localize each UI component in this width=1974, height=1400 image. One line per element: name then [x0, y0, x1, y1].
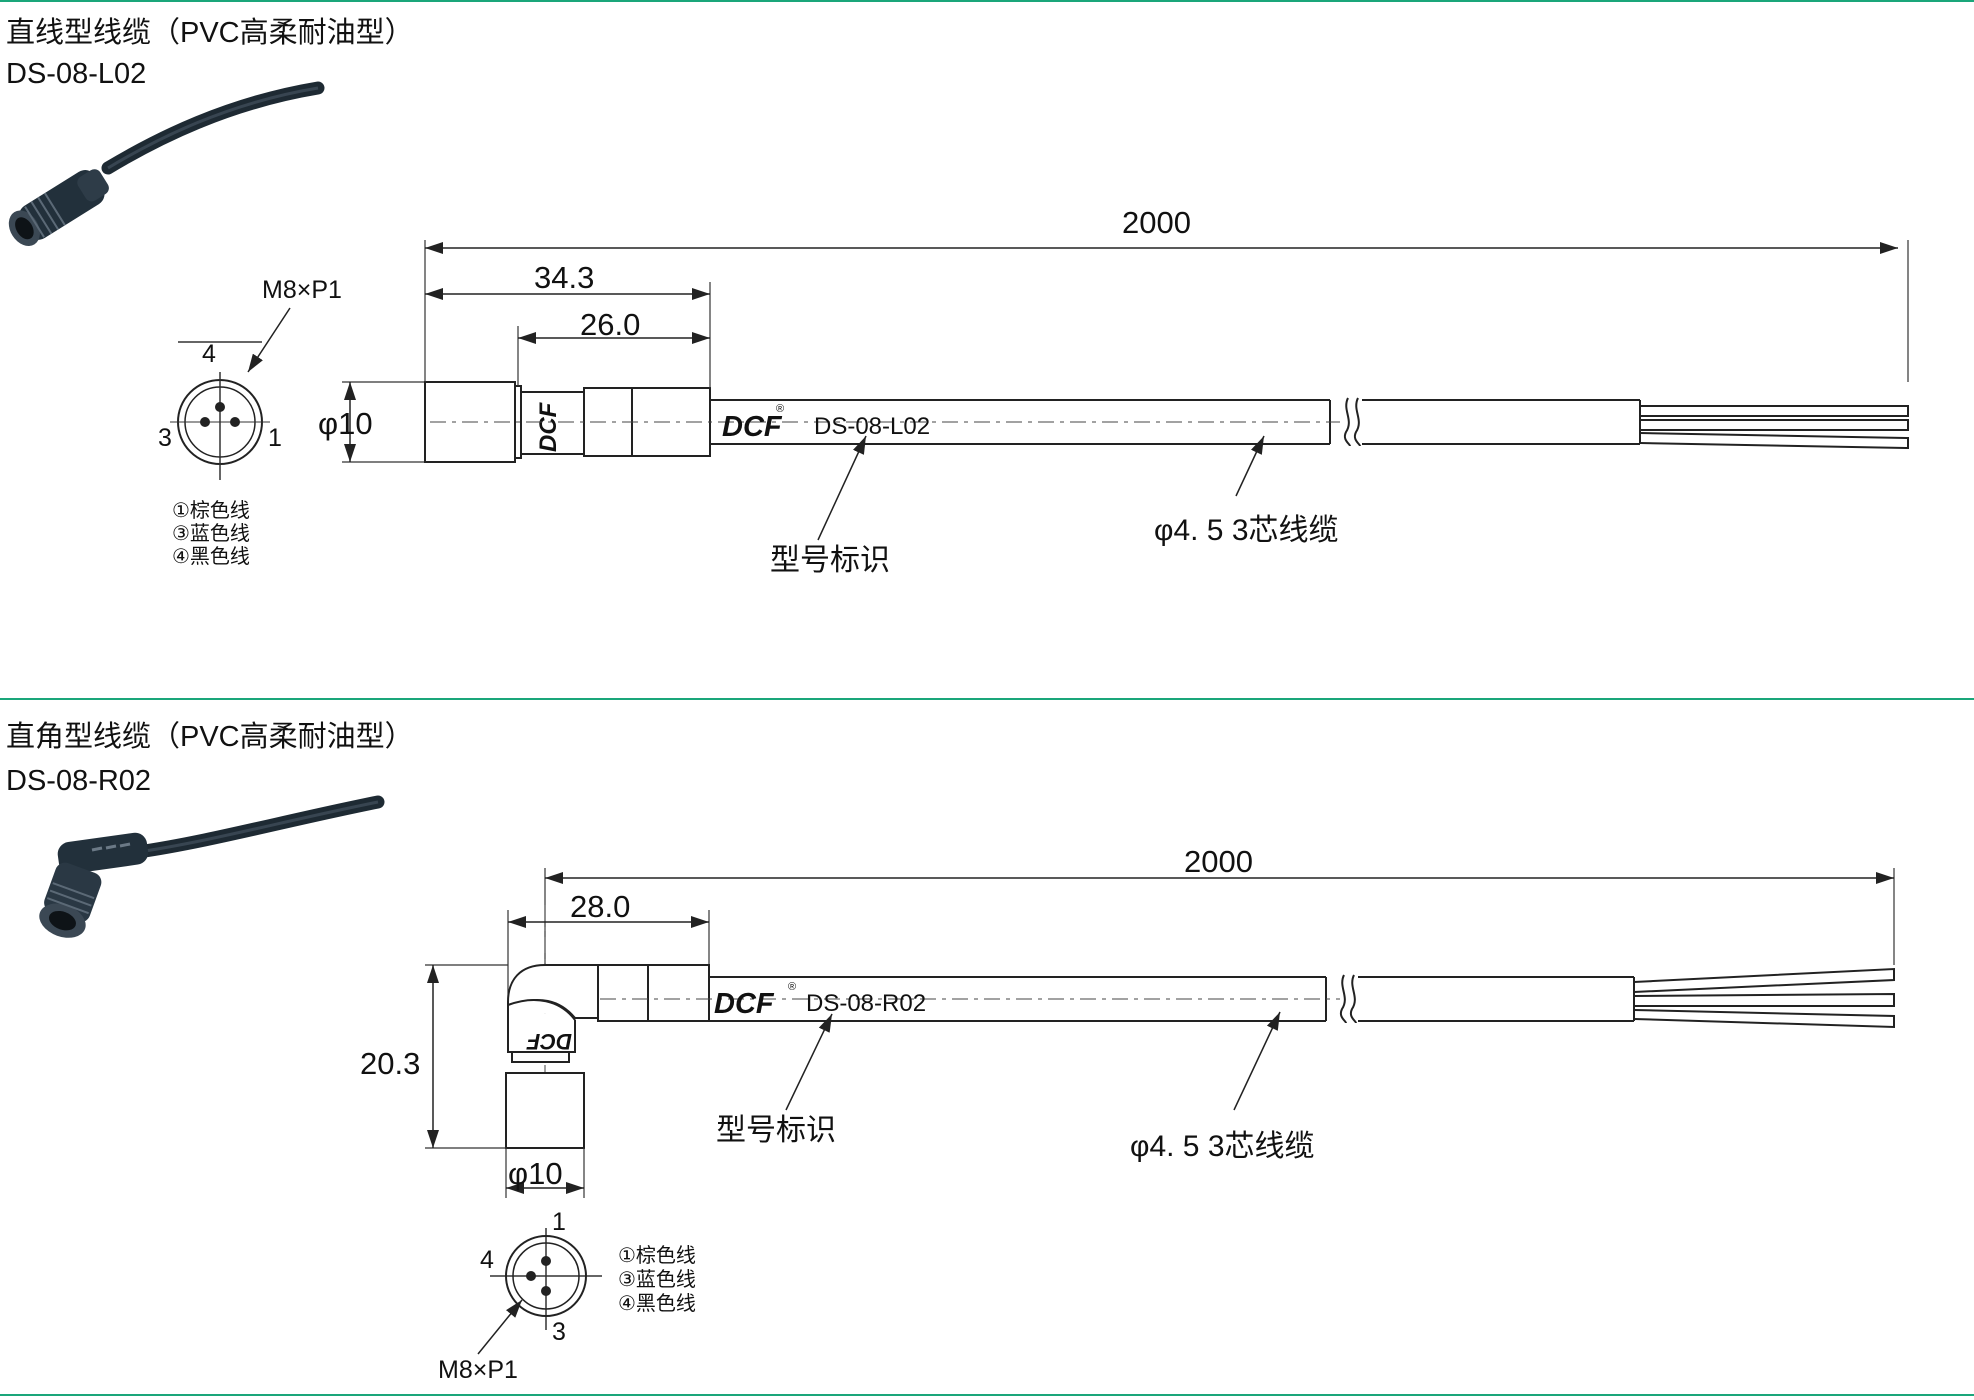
- angled-thread: M8×P1: [438, 1356, 518, 1384]
- straight-thread: M8×P1: [262, 276, 342, 304]
- section-divider: [0, 698, 1974, 700]
- angled-diameter: φ10: [508, 1156, 563, 1191]
- angled-pin-4: 4: [480, 1246, 494, 1274]
- straight-drawing: 4 3 1 M8×P1 ①棕色线 ③蓝色线 ④黑色线 φ10 DCF DCF ®…: [158, 205, 1909, 577]
- angled-pin-3: 3: [552, 1318, 566, 1346]
- straight-cable: [710, 397, 1909, 450]
- angled-title: 直角型线缆（PVC高柔耐油型）: [6, 721, 414, 753]
- angled-callout-model-mark: 型号标识: [716, 1114, 836, 1147]
- straight-title: 直线型线缆（PVC高柔耐油型）: [6, 17, 414, 49]
- angled-face-view: [490, 1228, 602, 1330]
- bottom-rule: [0, 1394, 1974, 1396]
- registered-mark-2: ®: [788, 981, 796, 993]
- angled-connector-brand: DCF: [526, 1029, 572, 1054]
- straight-legend-1: ①棕色线: [172, 499, 250, 522]
- angled-legend-2: ③蓝色线: [618, 1268, 696, 1291]
- angled-drawing: 2000 28.0 DCF 20.3 φ10 DCF ®: [360, 844, 1895, 1384]
- angled-horizontal-length: 28.0: [570, 889, 630, 924]
- straight-body-length: 34.3: [534, 260, 594, 295]
- straight-pin-3: 3: [158, 424, 172, 452]
- angled-cable-connector-photo: [39, 795, 385, 938]
- straight-diameter: φ10: [318, 406, 373, 441]
- straight-callout-model-mark: 型号标识: [770, 544, 890, 577]
- straight-pin-1: 1: [268, 424, 282, 452]
- straight-connector-brand: DCF: [535, 401, 562, 452]
- straight-total-length: 2000: [1122, 205, 1191, 240]
- straight-thread-leader: [247, 307, 291, 373]
- straight-callout-cable: φ4. 5 3芯线缆: [1154, 514, 1339, 547]
- angled-callout-cable: φ4. 5 3芯线缆: [1130, 1130, 1315, 1163]
- angled-model: DS-08-R02: [6, 765, 152, 797]
- angled-connector-body: [505, 964, 710, 1149]
- straight-cable-connector-photo: [8, 81, 325, 246]
- registered-mark: ®: [776, 403, 784, 415]
- straight-grip-length: 26.0: [580, 307, 640, 342]
- angled-thread-leader: [477, 1299, 523, 1355]
- angled-vertical-length: 20.3: [360, 1046, 420, 1081]
- straight-model: DS-08-L02: [6, 58, 147, 90]
- angled-pin-1: 1: [552, 1208, 566, 1236]
- angled-cable-marking: DS-08-R02: [806, 990, 926, 1017]
- angled-total-length: 2000: [1184, 844, 1253, 879]
- top-rule: [0, 0, 1974, 2]
- straight-face-view: [170, 341, 270, 480]
- angled-legend-1: ①棕色线: [618, 1244, 696, 1267]
- straight-legend-3: ④黑色线: [172, 545, 250, 568]
- straight-pin-4: 4: [202, 340, 216, 368]
- angled-cable-brand: DCF: [714, 988, 775, 1020]
- straight-cable-marking: DS-08-L02: [814, 413, 930, 440]
- straight-legend-2: ③蓝色线: [172, 522, 250, 545]
- straight-cable-brand: DCF: [722, 411, 783, 443]
- angled-legend-3: ④黑色线: [618, 1292, 696, 1315]
- angled-cable: [709, 967, 1895, 1029]
